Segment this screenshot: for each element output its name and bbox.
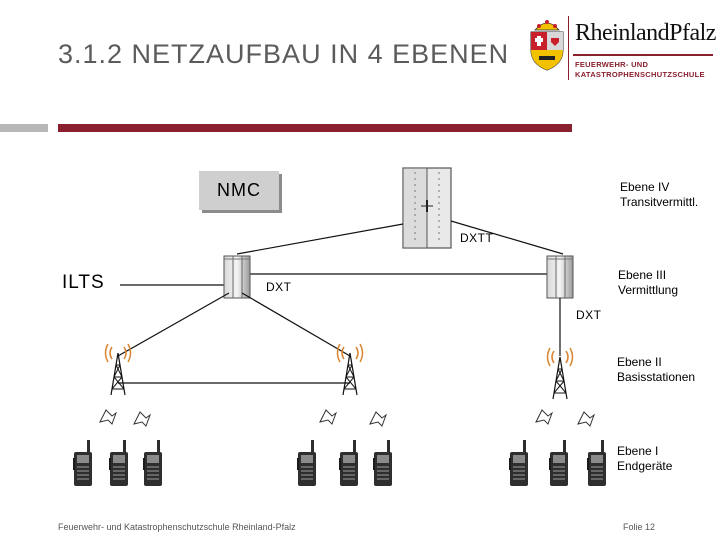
level4-title: Ebene IV	[620, 180, 670, 194]
dxt-right-switch-icon	[546, 255, 574, 299]
dxtt-label: DXTT	[460, 231, 494, 245]
handheld-radio-icon	[73, 440, 92, 486]
level1-title: Ebene I	[617, 444, 659, 458]
dxt-right-label: DXT	[576, 308, 602, 322]
handheld-radio-icon	[373, 440, 392, 486]
radio-beam-icon	[99, 409, 117, 425]
level2-title: Ebene II	[617, 355, 662, 369]
level3-label: Ebene III Vermittlung	[618, 268, 678, 298]
ilts-label: ILTS	[62, 272, 105, 293]
base-station-tower-icon	[336, 343, 364, 396]
radio-beam-icon	[369, 411, 387, 427]
title-divider-gray	[0, 124, 48, 132]
logo-name: RheinlandPfalz	[575, 20, 716, 46]
level2-subtitle: Basisstationen	[617, 370, 696, 384]
logo-rule	[573, 54, 713, 56]
rlp-logo: RheinlandPfalz FEUERWEHR- UND KATASTROPH…	[527, 14, 717, 82]
handheld-radio-icon	[549, 440, 568, 486]
dxt-left-switch-icon	[223, 255, 251, 299]
radio-beam-icon	[133, 411, 151, 427]
handheld-radio-icon	[587, 440, 606, 486]
coat-of-arms-icon	[530, 20, 564, 71]
title-divider-red	[58, 124, 572, 132]
dxtt-exchange-icon	[402, 167, 452, 249]
handheld-radio-icon	[509, 440, 528, 486]
level1-subtitle: Endgeräte	[617, 459, 673, 473]
level3-title: Ebene III	[618, 268, 667, 282]
handheld-radio-icon	[109, 440, 128, 486]
logo-subtitle-1: FEUERWEHR- UND	[575, 60, 649, 69]
link-dxt-bs2	[241, 292, 351, 357]
handheld-radio-icon	[143, 440, 162, 486]
level2-label: Ebene II Basisstationen	[617, 355, 695, 385]
radio-beam-icon	[535, 409, 553, 425]
radio-beam-icon	[319, 409, 337, 425]
level1-label: Ebene I Endgeräte	[617, 444, 672, 474]
level4-subtitle: Transitvermittl.	[620, 195, 699, 209]
dxt-left-label: DXT	[266, 280, 292, 294]
slide-title: 3.1.2 NETZAUFBAU IN 4 EBENEN	[58, 39, 510, 69]
level3-subtitle: Vermittlung	[618, 283, 679, 297]
link-dxtt-dxt-left	[236, 223, 404, 255]
footer-slide-number: Folie 12	[623, 522, 656, 532]
radio-beam-icon	[577, 411, 595, 427]
level4-label: Ebene IV Transitvermittl.	[620, 180, 698, 210]
handheld-radio-icon	[297, 440, 316, 486]
footer-institution: Feuerwehr- und Katastrophenschutzschule …	[58, 522, 296, 532]
handheld-radio-icon	[339, 440, 358, 486]
logo-separator	[568, 16, 569, 80]
link-dxtt-dxt-right	[450, 220, 564, 255]
link-dxt-bs1	[117, 292, 230, 357]
logo-subtitle-2: KATASTROPHENSCHUTZSCHULE	[575, 70, 705, 79]
nmc-node: NMC	[199, 171, 279, 210]
